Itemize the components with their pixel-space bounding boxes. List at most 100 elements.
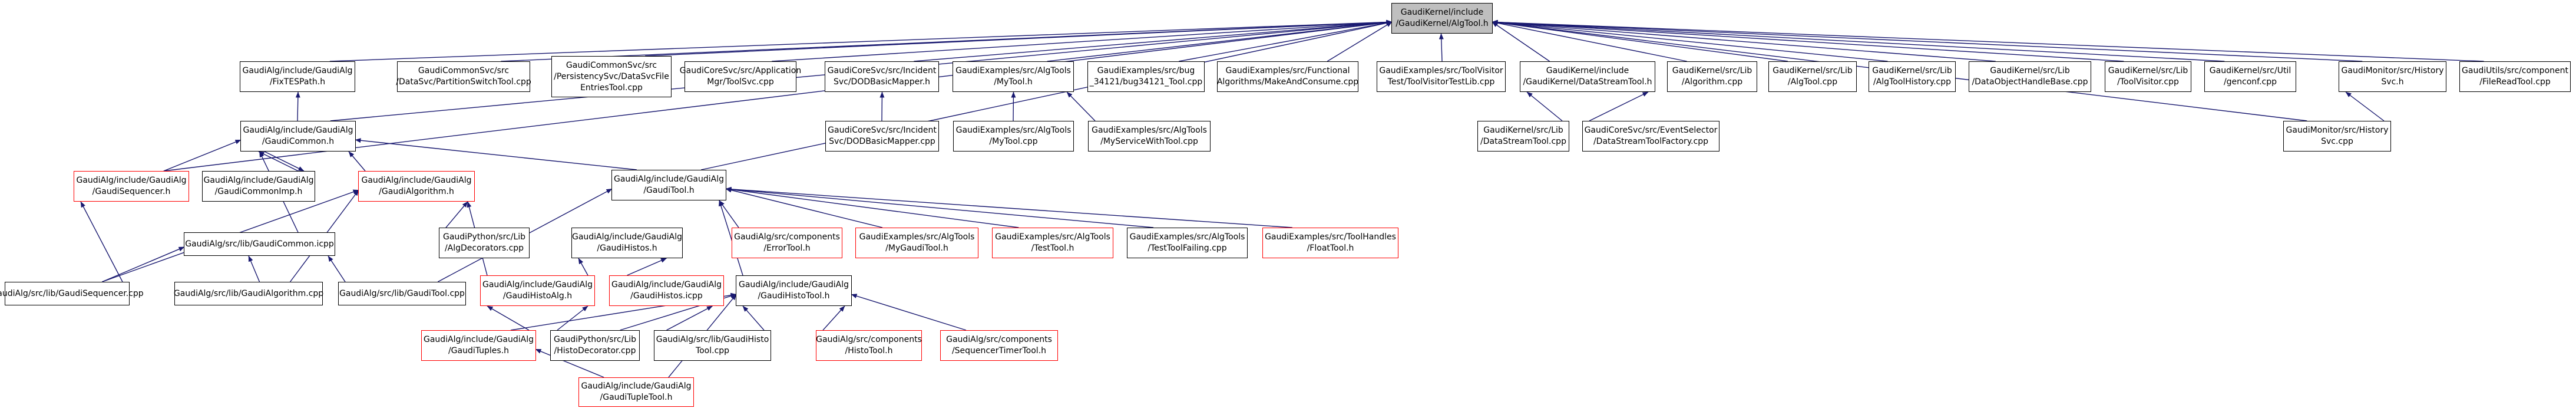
graph-node-gaudihistos_h[interactable]: GaudiAlg/include/GaudiAlg /GaudiHistos.h [571, 228, 683, 258]
graph-node-testtool[interactable]: GaudiExamples/src/AlgTools /TestTool.h [992, 228, 1113, 258]
graph-node-histotool[interactable]: GaudiAlg/src/components /HistoTool.h [816, 330, 922, 361]
include-edge [666, 305, 713, 331]
graph-node-gauditool_cpp[interactable]: GaudiAlg/src/lib/GaudiTool.cpp [338, 282, 466, 305]
graph-node-gauditool_h[interactable]: GaudiAlg/include/GaudiAlg /GaudiTool.h [611, 170, 726, 200]
graph-node-gaudialgorithm_h[interactable]: GaudiAlg/include/GaudiAlg /GaudiAlgorith… [358, 171, 475, 202]
include-edge [725, 186, 1292, 228]
include-edge [487, 305, 530, 331]
include-edge [445, 201, 468, 228]
include-edge [1526, 91, 1563, 121]
include-edge [725, 187, 1154, 228]
include-edge [1327, 21, 1393, 62]
graph-node-toolvisitortest[interactable]: GaudiExamples/src/ToolVisitor Test/ToolV… [1377, 61, 1506, 92]
include-edge [645, 19, 1393, 57]
include-edge [535, 348, 604, 378]
graph-node-gaudicommonimp[interactable]: GaudiAlg/include/GaudiAlg /GaudiCommonIm… [202, 171, 315, 202]
include-edge [1179, 21, 1393, 62]
include-edge [163, 20, 1393, 172]
include-edge [1492, 19, 2225, 62]
graph-node-errortool[interactable]: GaudiAlg/src/components /ErrorTool.h [732, 228, 842, 258]
include-edge [851, 294, 967, 331]
graph-node-algtoolhistory[interactable]: GaudiKernel/src/Lib /AlgToolHistory.cpp [1869, 61, 1956, 92]
graph-node-dodmapper_h[interactable]: GaudiCoreSvc/src/Incident Svc/DODBasicMa… [825, 61, 939, 92]
graph-node-mytool_cpp[interactable]: GaudiExamples/src/AlgTools /MyTool.cpp [953, 121, 1074, 152]
graph-node-testtoolfailing[interactable]: GaudiExamples/src/AlgTools /TestToolFail… [1127, 228, 1248, 258]
include-edge [725, 187, 1019, 228]
include-edge [248, 255, 260, 282]
graph-node-genconf[interactable]: GaudiKernel/src/Util /genconf.cpp [2204, 61, 2296, 92]
graph-node-historysvc_cpp[interactable]: GaudiMonitor/src/History Svc.cpp [2283, 121, 2391, 152]
graph-node-gaudituple_tool[interactable]: GaudiAlg/include/GaudiAlg /GaudiTupleToo… [578, 377, 694, 407]
include-edge [1492, 19, 1996, 62]
include-edge [719, 200, 739, 228]
include-edge [295, 91, 300, 121]
include-edge [1492, 21, 1550, 62]
include-edge [557, 305, 588, 331]
graph-node-gaudisequencer_h[interactable]: GaudiAlg/include/GaudiAlg /GaudiSequence… [74, 171, 189, 202]
graph-node-datastreamtool_cpp[interactable]: GaudiKernel/src/Lib /DataStreamTool.cpp [1477, 121, 1569, 152]
include-edge [725, 187, 883, 228]
graph-node-gaudicommon_h[interactable]: GaudiAlg/include/GaudiAlg /GaudiCommon.h [240, 121, 356, 152]
graph-node-algorithm_cpp[interactable]: GaudiKernel/src/Lib /Algorithm.cpp [1667, 61, 1757, 92]
graph-node-gaudituples[interactable]: GaudiAlg/include/GaudiAlg /GaudiTuples.h [421, 330, 536, 361]
graph-node-sequencertimertool[interactable]: GaudiAlg/src/components /SequencerTimerT… [940, 330, 1058, 361]
graph-node-gaudialgorithm_cpp[interactable]: GaudiAlg/src/lib/GaudiAlgorithm.cpp [174, 282, 323, 305]
graph-node-mytool_h[interactable]: GaudiExamples/src/AlgTools /MyTool.h [953, 61, 1074, 92]
include-edge [1492, 19, 2484, 62]
graph-node-gaudicommon_icpp[interactable]: GaudiAlg/src/lib/GaudiCommon.icpp [184, 232, 335, 256]
graph-node-gaudisequencer_cpp[interactable]: GaudiAlg/src/lib/GaudiSequencer.cpp [0, 282, 144, 305]
include-edge [1492, 20, 1788, 62]
edge-group [80, 19, 2484, 378]
graph-node-histodecorator[interactable]: GaudiPython/src/Lib /HistoDecorator.cpp [550, 330, 640, 361]
graph-node-dataobjecthandle[interactable]: GaudiKernel/src/Lib /DataObjectHandleBas… [1969, 61, 2091, 92]
include-edge [822, 305, 845, 331]
graph-node-myservicewithtool[interactable]: GaudiExamples/src/AlgTools /MyServiceWit… [1088, 121, 1211, 152]
graph-node-toolvisitor_cpp[interactable]: GaudiKernel/src/Lib /ToolVisitor.cpp [2105, 61, 2191, 92]
include-edge [355, 138, 637, 170]
include-edge [348, 151, 366, 172]
include-edge [627, 258, 667, 276]
graph-node-gaudihistotool_cpp[interactable]: GaudiAlg/src/lib/GaudiHisto Tool.cpp [654, 330, 771, 361]
include-edge [1439, 33, 1444, 62]
include-edge [1492, 20, 1888, 62]
graph-node-algtool_cpp[interactable]: GaudiKernel/src/Lib /AlgTool.cpp [1768, 61, 1857, 92]
include-edge [163, 139, 242, 172]
include-edge [578, 258, 588, 276]
graph-node-gaudihistoalg[interactable]: GaudiAlg/include/GaudiAlg /GaudiHistoAlg… [480, 275, 595, 306]
graph-node-algtool_h[interactable]: GaudiKernel/include /GaudiKernel/AlgTool… [1391, 3, 1493, 34]
include-edge [1492, 19, 2124, 62]
include-edge [1492, 19, 2363, 62]
include-edge [258, 151, 299, 172]
include-edge [1011, 91, 1016, 121]
include-edge [329, 19, 1393, 62]
include-edge [742, 305, 765, 331]
graph-node-toolsvc[interactable]: GaudiCoreSvc/src/Application Mgr/ToolSvc… [680, 61, 801, 92]
graph-node-datastreamtoolfactory[interactable]: GaudiCoreSvc/src/EventSelector /DataStre… [1582, 121, 1719, 152]
include-edge [328, 255, 346, 282]
graph-node-mygauditool[interactable]: GaudiExamples/src/AlgTools /MyGaudiTool.… [855, 228, 978, 258]
graph-node-datastreamtool_h[interactable]: GaudiKernel/include /GaudiKernel/DataStr… [1520, 61, 1655, 92]
include-edge [1589, 91, 1649, 121]
graph-node-partitionswitch[interactable]: GaudiCommonSvc/src /DataSvc/PartitionSwi… [396, 61, 531, 92]
include-edge [772, 19, 1393, 62]
include-edge [1492, 21, 1687, 62]
graph-node-gaudihistos_icpp[interactable]: GaudiAlg/include/GaudiAlg /GaudiHistos.i… [609, 275, 724, 306]
graph-node-dodmapper_cpp[interactable]: GaudiCoreSvc/src/Incident Svc/DODBasicMa… [825, 121, 939, 152]
graph-node-algdecorators[interactable]: GaudiPython/src/Lib /AlgDecorators.cpp [439, 228, 530, 258]
include-edge [1066, 91, 1096, 121]
graph-node-filereadtool[interactable]: GaudiUtils/src/component /FileReadTool.c… [2459, 61, 2571, 92]
graph-node-historysvc_h[interactable]: GaudiMonitor/src/History Svc.h [2339, 61, 2446, 92]
include-edge [264, 151, 305, 172]
include-edge [102, 246, 185, 282]
graph-node-makeandconsume[interactable]: GaudiExamples/src/Functional Algorithms/… [1217, 61, 1358, 92]
graph-node-floattool[interactable]: GaudiExamples/src/ToolHandles /FloatTool… [1262, 228, 1398, 258]
graph-node-bug34121[interactable]: GaudiExamples/src/bug _34121/bug34121_To… [1087, 61, 1205, 92]
graph-node-fixtespath[interactable]: GaudiAlg/include/GaudiAlg /FixTESPath.h [240, 61, 355, 92]
include-edge [719, 200, 743, 276]
include-edge [80, 201, 123, 282]
graph-node-datasvcfile[interactable]: GaudiCommonSvc/src /PersistencySvc/DataS… [551, 56, 672, 97]
graph-node-gaudihistotool_h[interactable]: GaudiAlg/include/GaudiAlg /GaudiHistoToo… [736, 275, 852, 306]
include-edge [2345, 91, 2385, 121]
